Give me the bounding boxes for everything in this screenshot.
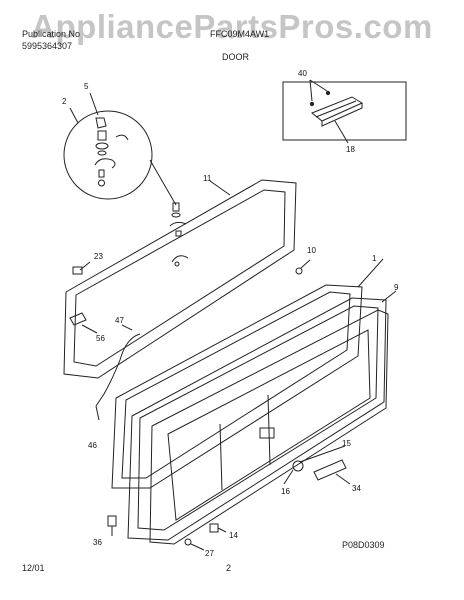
callout-36: 36 <box>93 538 102 547</box>
callout-18: 18 <box>346 145 355 154</box>
model-number: FFC09M4AW1 <box>210 29 270 39</box>
callout-40: 40 <box>298 69 307 78</box>
hinge-assembly <box>169 202 189 267</box>
gasket-frame <box>63 179 297 379</box>
detail-box <box>282 81 407 141</box>
publication-number: 5995364307 <box>22 41 73 51</box>
callout-14: 14 <box>229 531 238 540</box>
callout-1: 1 <box>372 254 377 263</box>
section-title: DOOR <box>222 52 249 62</box>
callout-56: 56 <box>96 334 105 343</box>
callout-9: 9 <box>394 283 399 292</box>
publication-label: Publication No <box>22 29 81 39</box>
callout-11: 11 <box>203 174 212 183</box>
footer-page-number: 2 <box>226 563 232 573</box>
callout-15: 15 <box>342 439 351 448</box>
callout-27: 27 <box>205 549 214 558</box>
callout-46: 46 <box>88 441 97 450</box>
drawing-code: P08D0309 <box>342 540 385 550</box>
callout-23: 23 <box>94 252 103 261</box>
callout-47: 47 <box>115 316 124 325</box>
callout-16: 16 <box>281 487 290 496</box>
door-liner-9 <box>127 297 387 541</box>
callout-5: 5 <box>84 82 89 91</box>
door-front <box>149 309 389 545</box>
callout-10: 10 <box>307 246 316 255</box>
watermark: AppliancePartsPros.com <box>31 8 433 45</box>
footer-date: 12/01 <box>22 563 45 573</box>
hinge-detail-circle <box>63 110 153 200</box>
door-panel-1 <box>111 284 363 489</box>
hinge-part-5 <box>94 117 129 187</box>
handle-part-18 <box>311 96 364 127</box>
callout-2: 2 <box>62 97 67 106</box>
callout-34: 34 <box>352 484 361 493</box>
